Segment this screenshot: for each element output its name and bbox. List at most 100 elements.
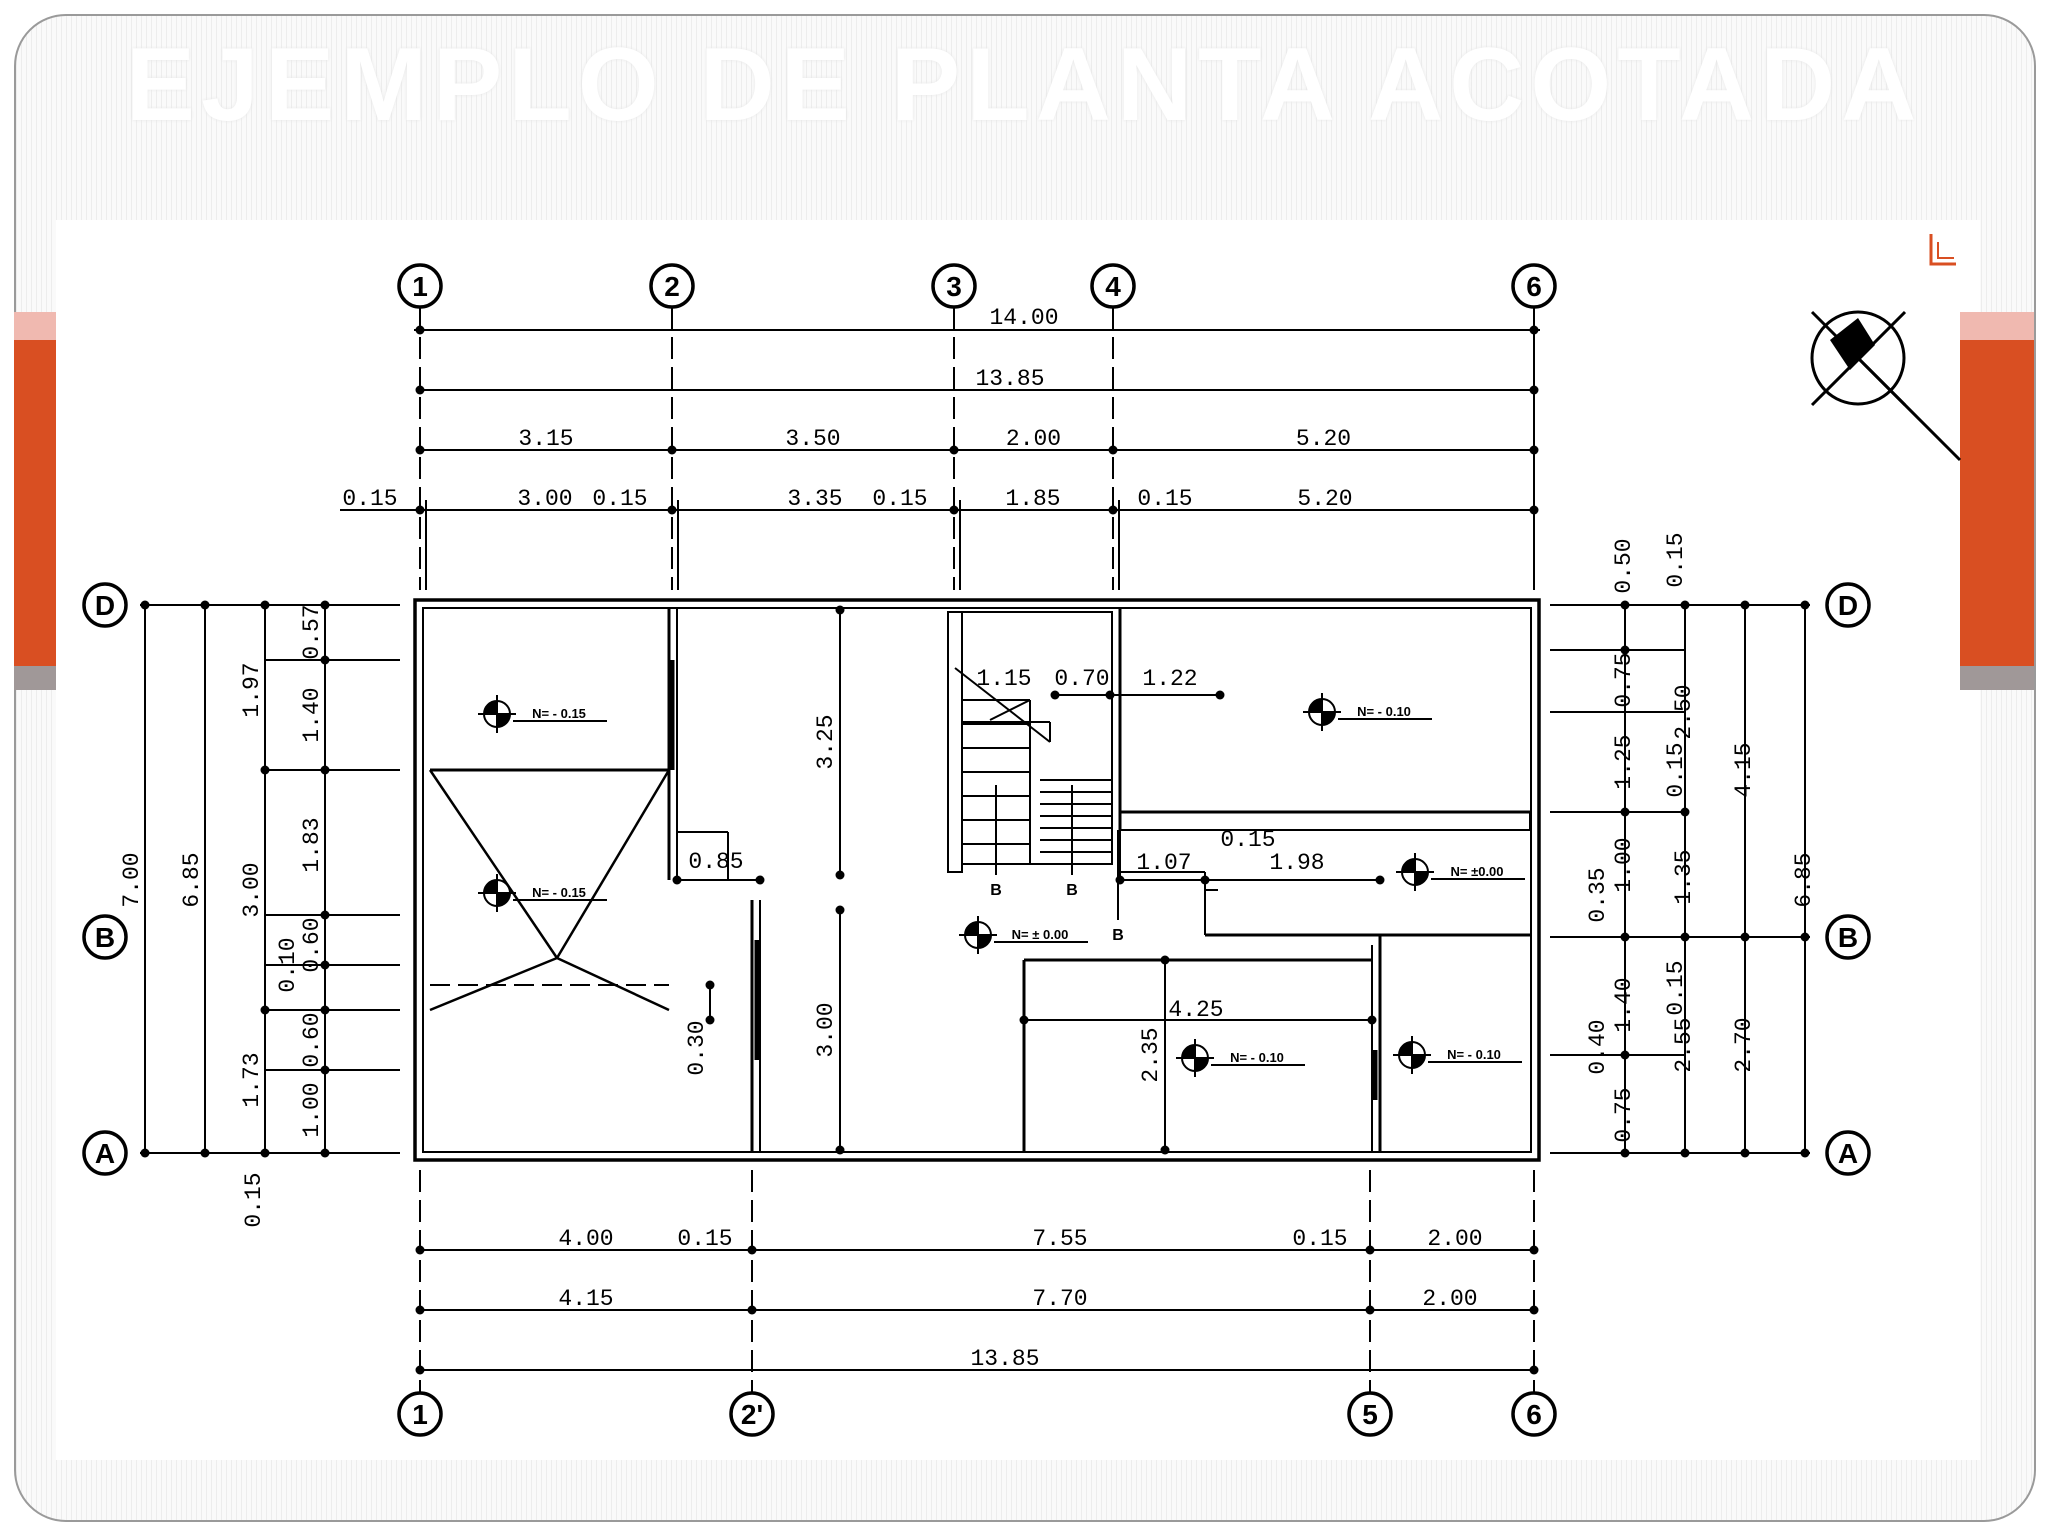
left-accent-tab-light: [14, 312, 56, 340]
dim-right-detail: 1.25: [1611, 734, 1637, 789]
dim-top-bay: 3.15: [518, 426, 573, 452]
dim-left-outer: 7.00: [119, 852, 145, 907]
plan-background: [56, 220, 1980, 1460]
grid-bubble-top-6: 6: [1526, 271, 1542, 302]
dim-right-small: 0.15: [1663, 742, 1689, 797]
grid-bubble-right-D: D: [1838, 590, 1858, 621]
level-mark: N= - 0.15: [532, 885, 586, 900]
grid-bubble-top-1: 1: [412, 271, 428, 302]
level-mark: N= - 0.10: [1357, 704, 1411, 719]
right-accent-tab-light: [1960, 312, 2034, 340]
dim-bottom-clear: 2.00: [1427, 1226, 1482, 1252]
dim-interior: 0.70: [1054, 666, 1109, 692]
grid-bubble-bottom-6: 6: [1526, 1399, 1542, 1430]
dim-right-mid: 2.55: [1671, 1017, 1697, 1072]
dim-interior: 1.15: [976, 666, 1031, 692]
grid-bubble-right-B: B: [1838, 922, 1858, 953]
dim-left-detail: 0.57: [299, 604, 325, 659]
dim-right-small: 0.35: [1585, 867, 1611, 922]
dim-interior: 1.22: [1142, 666, 1197, 692]
dim-bottom-clear: 0.15: [677, 1226, 732, 1252]
grid-bubble-right-A-circle: [1825, 1130, 1871, 1176]
grid-bubble-bottom-2': 2': [741, 1399, 763, 1430]
dim-bottom-bay: 4.15: [558, 1286, 613, 1312]
dim-bottom-bay: 7.70: [1032, 1286, 1087, 1312]
dim-right-detail: 0.50: [1611, 538, 1637, 593]
grid-bubble-bottom-1: 1: [412, 1399, 428, 1430]
dim-top-bay: 2.00: [1006, 426, 1061, 452]
dim-top-bay: 5.20: [1296, 426, 1351, 452]
dim-right-outer: 6.85: [1791, 852, 1817, 907]
dim-interior: 3.25: [813, 714, 839, 769]
dim-right-detail: 1.00: [1611, 837, 1637, 892]
dim-left-detail: 1.83: [299, 817, 325, 872]
dim-interior: 0.30: [684, 1020, 710, 1075]
section-mark: B: [1112, 927, 1124, 944]
grid-bubble-left-B-circle: [82, 914, 128, 960]
right-accent-tab-grey: [1960, 666, 2034, 690]
corner-bracket-icon: [1929, 234, 1956, 266]
north-arrow-icon: [1810, 310, 1906, 406]
level-mark: N= - 0.10: [1447, 1047, 1501, 1062]
dim-top-clear: 3.35: [787, 486, 842, 512]
dim-left-bay: 1.73: [239, 1052, 265, 1107]
grid-bubble-right-B-circle: [1825, 914, 1871, 960]
level-mark: N= ±0.00: [1450, 864, 1503, 879]
dim-right-mid: 1.35: [1671, 849, 1697, 904]
dim-interior: 0.85: [688, 849, 743, 875]
dim-bottom-bay: 2.00: [1422, 1286, 1477, 1312]
left-accent-tab: [14, 340, 56, 666]
dim-bottom-clear: 7.55: [1032, 1226, 1087, 1252]
dim-top-clear: 3.00: [517, 486, 572, 512]
grid-bubble-left-A-circle: [82, 1130, 128, 1176]
dim-left-small: 0.10: [275, 937, 301, 992]
dim-interior: 3.00: [813, 1002, 839, 1057]
dim-left-detail: 1.00: [299, 1082, 325, 1137]
dim-top-clear: 0.15: [592, 486, 647, 512]
dim-top-total-outer: 14.00: [989, 305, 1058, 331]
dim-left-bay: 1.97: [239, 662, 265, 717]
slide-title: EJEMPLO DE PLANTA ACOTADA: [125, 27, 1923, 143]
dim-top-clear: 5.20: [1297, 486, 1352, 512]
dim-interior: 0.15: [1220, 827, 1275, 853]
grid-bubble-right-A: A: [1838, 1138, 1858, 1169]
grid-bubble-left-D-circle: [82, 582, 128, 628]
grid-bubble-left-B: B: [95, 922, 115, 953]
level-mark: N= - 0.10: [1230, 1050, 1284, 1065]
dim-left-small: 0.15: [241, 1172, 267, 1227]
dim-right-detail: 0.75: [1611, 1087, 1637, 1142]
grid-bubble-top-4: 4: [1105, 271, 1121, 302]
dim-left-detail: 1.40: [299, 687, 325, 742]
grid-bubble-left-A: A: [95, 1138, 115, 1169]
dim-left-bay: 3.00: [239, 862, 265, 917]
section-mark: B: [1066, 882, 1078, 899]
dim-interior: 2.35: [1138, 1027, 1164, 1082]
dim-right-small: 0.15: [1663, 960, 1689, 1015]
dim-right-small: 0.15: [1663, 532, 1689, 587]
dim-bottom-clear: 0.15: [1292, 1226, 1347, 1252]
dim-right-small: 0.40: [1585, 1019, 1611, 1074]
dim-top-clear: 0.15: [872, 486, 927, 512]
dim-interior: 1.98: [1269, 850, 1324, 876]
right-accent-tab: [1960, 340, 2034, 666]
grid-bubble-top-2: 2: [664, 271, 680, 302]
level-mark: N= ± 0.00: [1012, 927, 1069, 942]
dim-left-inner: 6.85: [179, 852, 205, 907]
grid-bubble-bottom-5: 5: [1362, 1399, 1378, 1430]
dim-left-detail: 0.60: [299, 1012, 325, 1067]
grid-bubble-top-3: 3: [946, 271, 962, 302]
dim-bottom-clear: 4.00: [558, 1226, 613, 1252]
dim-right-bay: 4.15: [1731, 742, 1757, 797]
left-accent-tab-grey: [14, 666, 56, 690]
grid-bubble-right-D-circle: [1825, 582, 1871, 628]
dim-bottom-total: 13.85: [970, 1346, 1039, 1372]
dim-right-mid: 2.50: [1671, 684, 1697, 739]
dim-interior: 4.25: [1168, 997, 1223, 1023]
dim-right-detail: 1.40: [1611, 977, 1637, 1032]
grid-bubble-left-D: D: [95, 590, 115, 621]
level-mark: N= - 0.15: [532, 706, 586, 721]
dim-left-detail: 0.60: [299, 917, 325, 972]
dim-top-total-inner: 13.85: [975, 366, 1044, 392]
